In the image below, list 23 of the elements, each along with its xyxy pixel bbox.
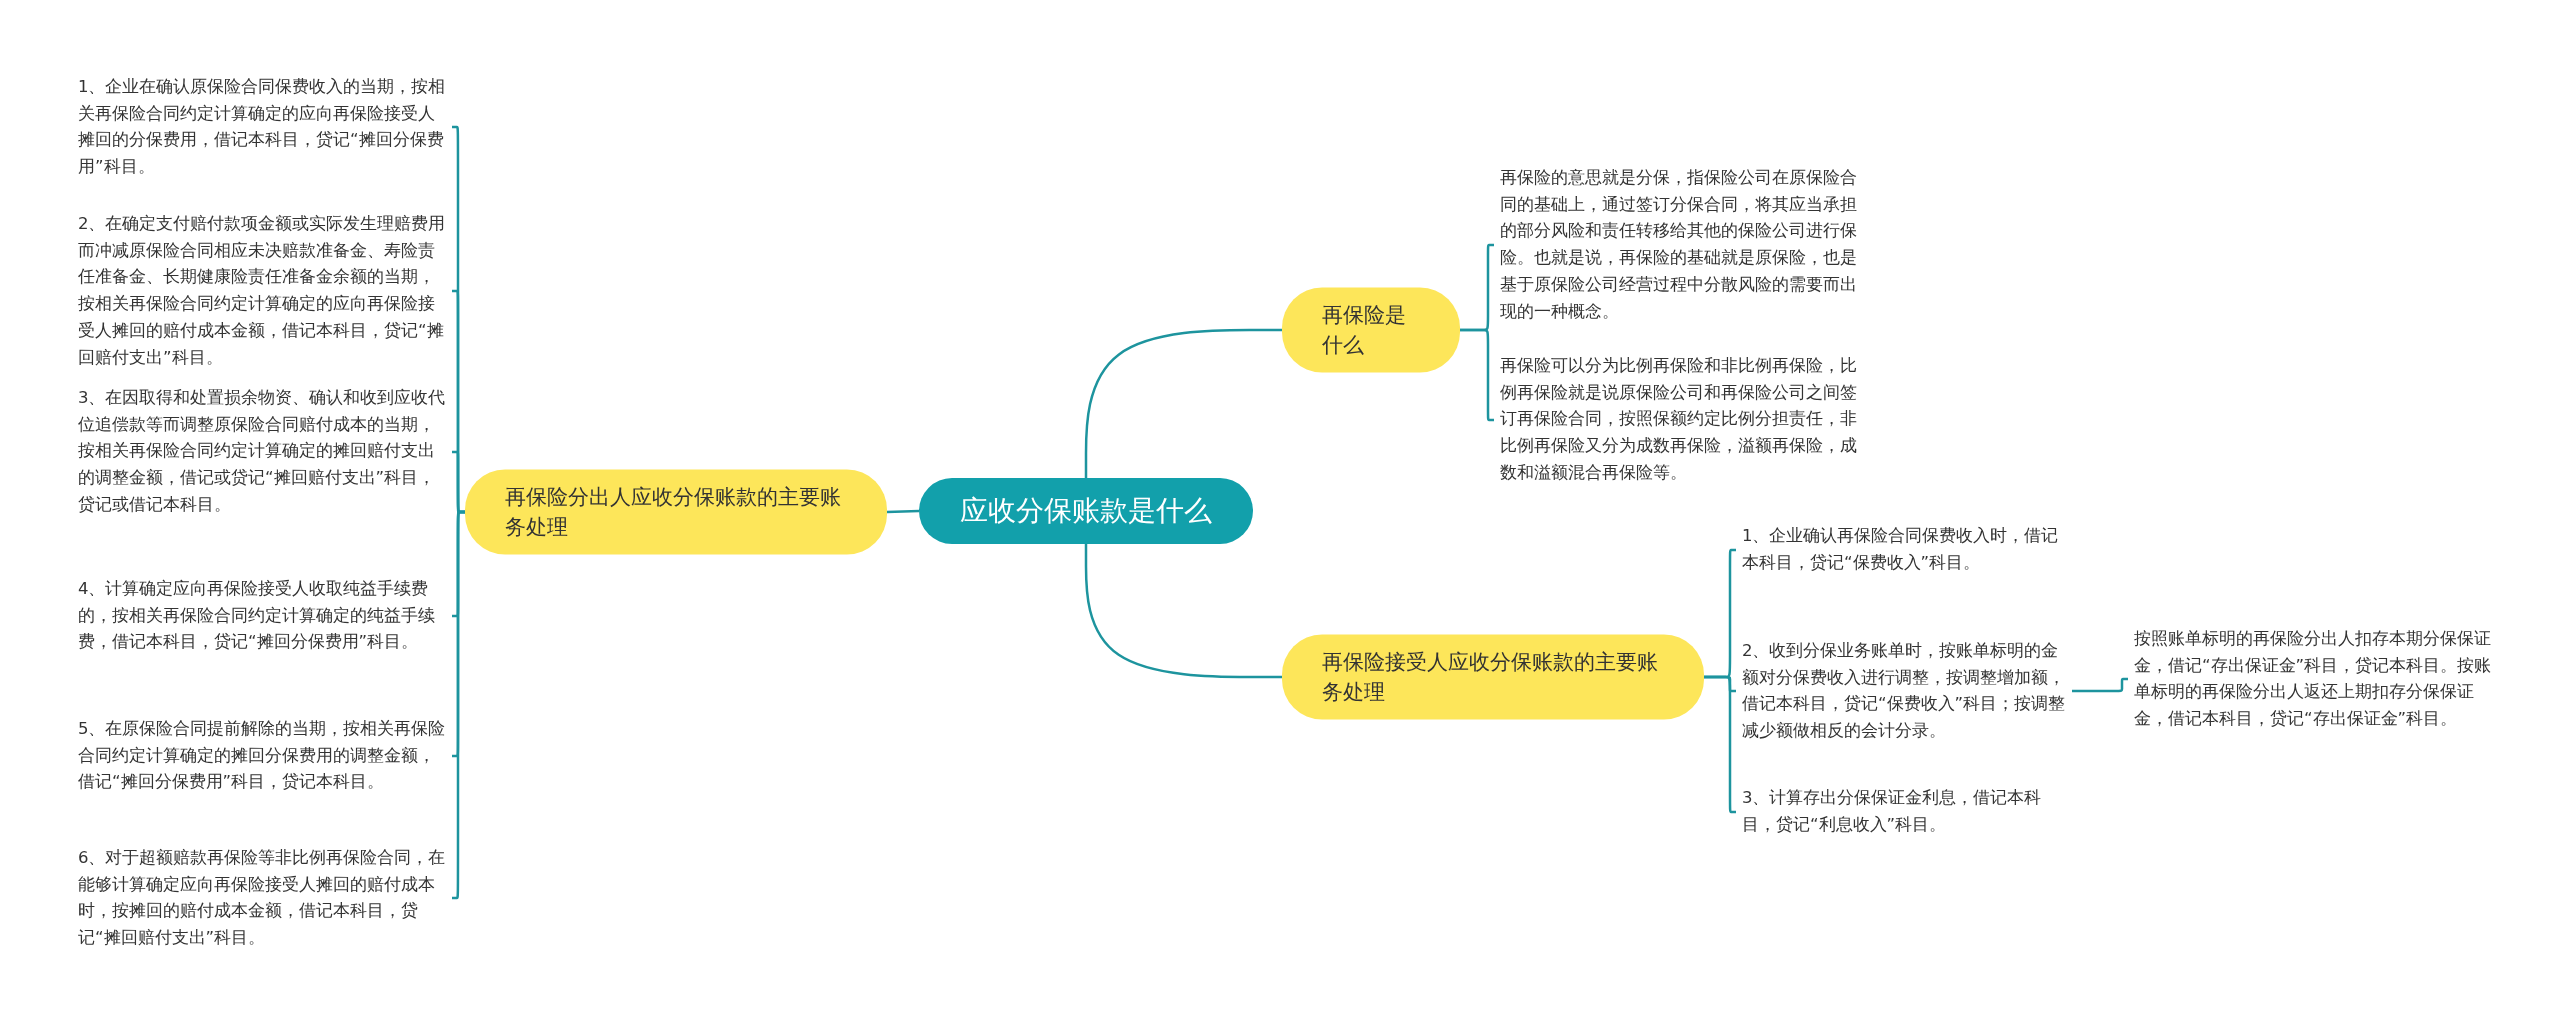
connector-line xyxy=(1460,328,1495,422)
connector-line xyxy=(451,510,466,900)
note-text: 4、计算确定应向再保险接受人收取纯益手续费的，按相关再保险合同约定计算确定的纯益手续费，借记本科目，贷记“摊回分保费用”科目。 xyxy=(78,575,446,657)
note-text: 再保险的意思就是分保，指保险公司在原保险合同的基础上，通过签订分保合同，将其应当承担的部分风险和责任转移给其他的保险公司进行保险。也就是说，再保险的基础就是原保险，也是基于原保险公司经营过程中分散风险的需要而出现的一种概念。 xyxy=(1500,164,1862,326)
note-text: 再保险可以分为比例再保险和非比例再保险，比例再保险就是说原保险公司和再保险公司之间签订再保险合同，按照保额约定比例分担责任，非比例再保险又分为成数再保险，溢额再保险，成数和溢额混合再保险等。 xyxy=(1500,353,1862,487)
topic-pill: 再保险是什么 xyxy=(1282,287,1460,373)
note-text: 5、在原保险合同提前解除的当期，按相关再保险合同约定计算确定的摊回分保费用的调整金额，借记“摊回分保费用”科目，贷记本科目。 xyxy=(78,715,446,797)
connector-line xyxy=(1704,675,1737,814)
note-text: 2、收到分保业务账单时，按账单标明的金额对分保费收入进行调整，按调整增加额，借记本科目，贷记“保费收入”科目；按调整减少额做相反的会计分录。 xyxy=(1742,637,2072,745)
connector-line xyxy=(2072,677,2129,693)
central-topic: 应收分保账款是什么 xyxy=(919,478,1253,544)
note-text: 6、对于超额赔款再保险等非比例再保险合同，在能够计算确定应向再保险接受人摊回的赔付成本时，按摊回的赔付成本金额，借记本科目，贷记“摊回赔付支出”科目。 xyxy=(78,844,446,952)
note-text: 2、在确定支付赔付款项金额或实际发生理赔费用而冲减原保险合同相应未决赔款准备金、寿险责任准备金、长期健康险责任准备金余额的当期，按相关再保险合同约定计算确定的应向再保险接受人摊回的赔付成本金额，借记本科目，贷记“摊回赔付支出”科目。 xyxy=(78,210,446,372)
topic-pill: 再保险分出人应收分保账款的主要账务处理 xyxy=(465,469,887,555)
note-text: 3、在因取得和处置损余物资、确认和收到应收代位追偿款等而调整原保险合同赔付成本的当期，按相关再保险合同约定计算确定的摊回赔付支出的调整金额，借记或贷记“摊回赔付支出”科目，贷记或借记本科目。 xyxy=(78,385,446,519)
note-text: 3、计算存出分保保证金利息，借记本科目，贷记“利息收入”科目。 xyxy=(1742,785,2072,839)
connector-line xyxy=(886,509,920,514)
connector-line xyxy=(1084,542,1284,679)
topic-pill: 再保险接受人应收分保账款的主要账务处理 xyxy=(1282,634,1704,720)
connector-line xyxy=(1084,328,1284,480)
note-text: 1、企业在确认原保险合同保费收入的当期，按相关再保险合同约定计算确定的应向再保险接受人摊回的分保费用，借记本科目，贷记“摊回分保费用”科目。 xyxy=(78,73,446,181)
note-text: 按照账单标明的再保险分出人扣存本期分保保证金，借记“存出保证金”科目，贷记本科目。按账单标明的再保险分出人返还上期扣存分保保证金，借记本科目，贷记“存出保证金”科目。 xyxy=(2134,625,2496,733)
note-text: 1、企业确认再保险合同保费收入时，借记本科目，贷记“保费收入”科目。 xyxy=(1742,523,2072,577)
